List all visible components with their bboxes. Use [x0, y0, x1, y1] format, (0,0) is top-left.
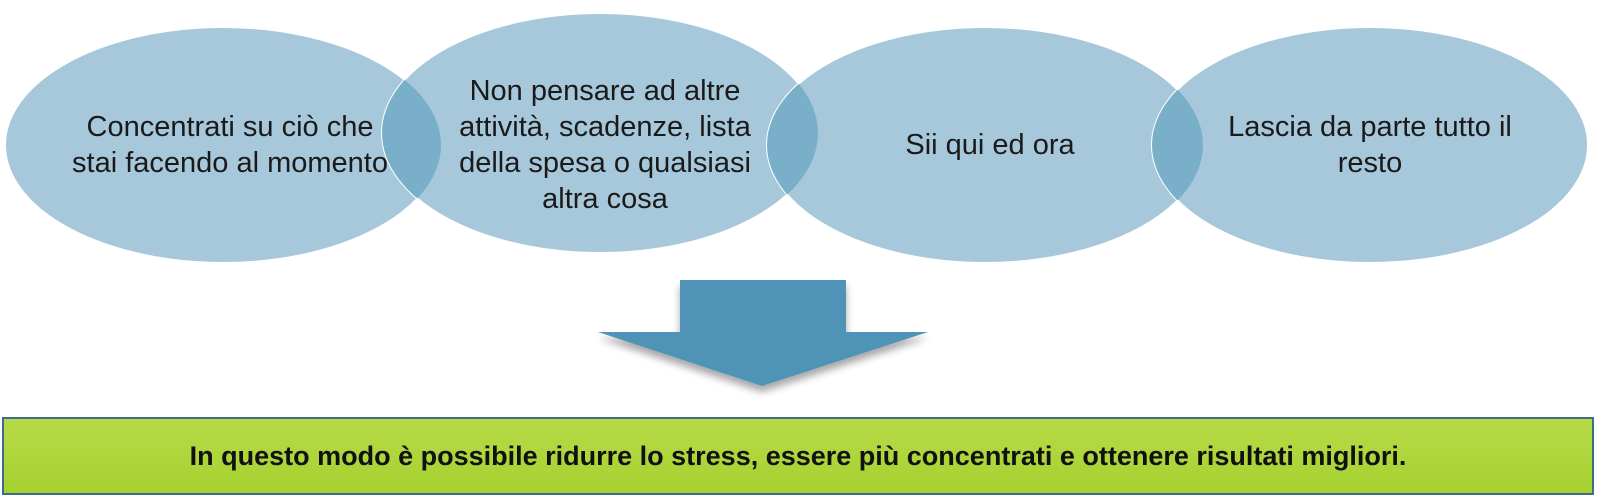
- step-label-1: Concentrati su ciò che stai facendo al m…: [72, 111, 388, 179]
- step-label-4: Lascia da parte tutto il resto: [1228, 111, 1512, 179]
- step-text-4: Lascia da parte tutto il resto: [1210, 60, 1530, 230]
- step-text-1: Concentrati su ciò che stai facendo al m…: [70, 60, 390, 230]
- step-label-2: Non pensare ad altre attività, scadenze,…: [459, 75, 751, 215]
- result-text: In questo modo è possibile ridurre lo st…: [189, 440, 1407, 471]
- result-banner: In questo modo è possibile ridurre lo st…: [2, 417, 1594, 495]
- step-text-3: Sii qui ed ora: [830, 60, 1150, 230]
- step-text-2: Non pensare ad altre attività, scadenze,…: [455, 40, 755, 250]
- process-ellipses: [4, 12, 1589, 264]
- down-arrow-icon: [598, 280, 928, 386]
- step-label-3: Sii qui ed ora: [905, 129, 1075, 161]
